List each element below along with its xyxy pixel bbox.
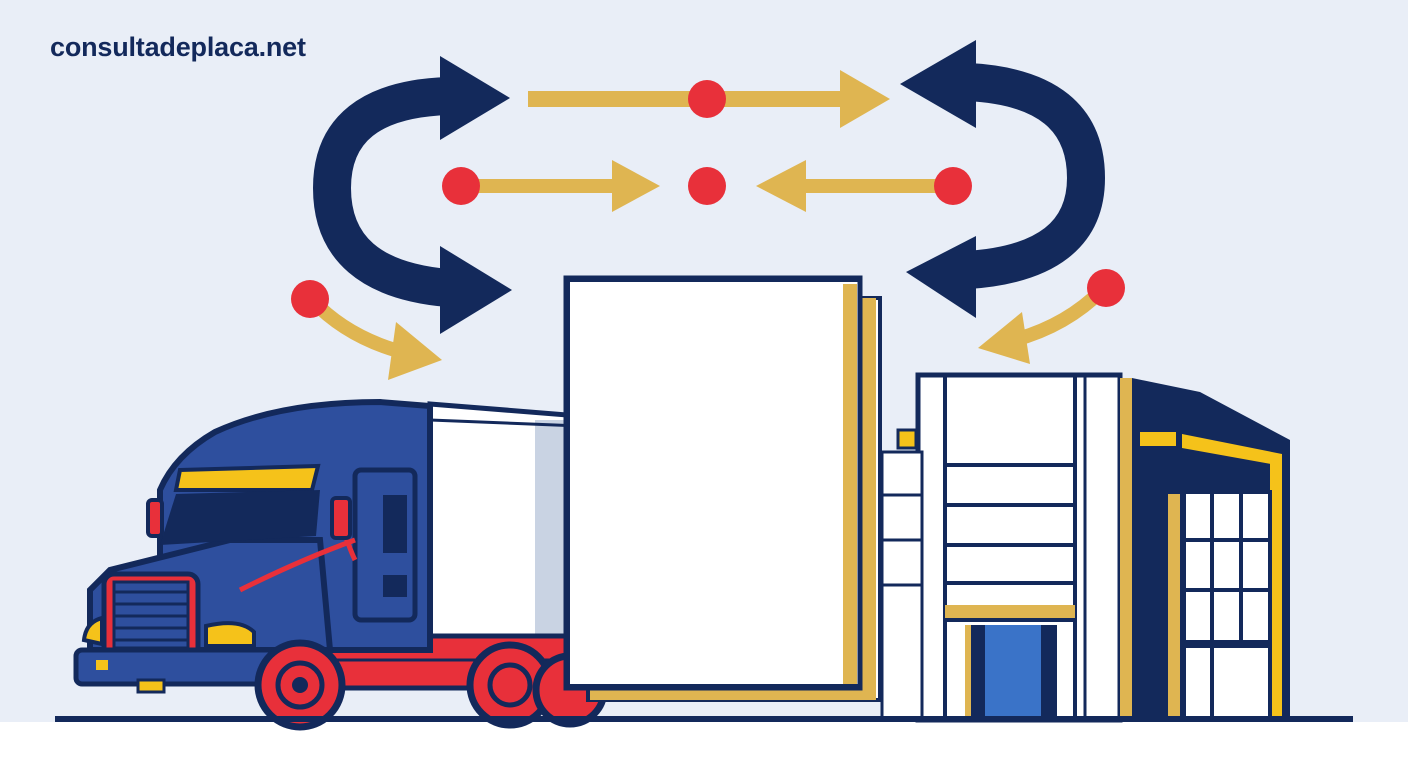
node-middle-left xyxy=(442,167,480,205)
middle-left-gold-arrow-icon xyxy=(462,160,660,212)
node-middle-right xyxy=(934,167,972,205)
truck-trailer xyxy=(427,401,583,643)
middle-right-gold-arrow-icon xyxy=(756,160,950,212)
left-circular-arrow-icon xyxy=(312,56,512,334)
document-icon xyxy=(563,275,882,702)
node-top-center xyxy=(688,80,726,118)
network-node-icons xyxy=(291,80,1125,318)
background-floor xyxy=(0,722,1408,768)
connector-bracket xyxy=(880,428,924,722)
node-lower-right xyxy=(1087,269,1125,307)
right-circular-arrow-icon xyxy=(900,40,1106,318)
node-middle-center xyxy=(688,167,726,205)
brand-logo-text: consultadeplaca.net xyxy=(50,32,306,62)
warehouse-icon xyxy=(915,372,1290,723)
node-lower-left xyxy=(291,280,329,318)
ground-line xyxy=(55,716,1353,722)
